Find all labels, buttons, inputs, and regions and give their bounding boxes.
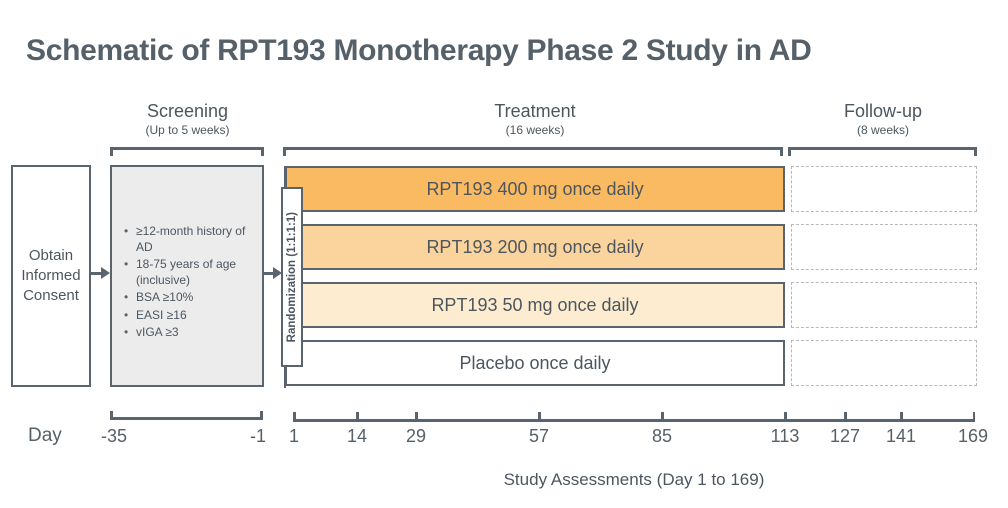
- criteria-item: 18-75 years of age (inclusive): [122, 257, 254, 288]
- arrow-right-icon: [91, 272, 103, 275]
- criteria-item: BSA ≥10%: [122, 290, 254, 306]
- criteria-item: EASI ≥16: [122, 308, 254, 324]
- axis-tick: [293, 412, 296, 420]
- randomization-label: Randomization (1:1:1:1): [286, 211, 298, 343]
- followup-box: [791, 340, 977, 386]
- informed-consent-label: Obtain Informed Consent: [21, 246, 81, 305]
- screening-criteria-box: ≥12-month history of AD 18-75 years of a…: [110, 165, 264, 387]
- study-assessments-caption: Study Assessments (Day 1 to 169): [503, 470, 765, 489]
- arm-label: Placebo once daily: [459, 352, 611, 373]
- screening-bracket: [110, 147, 264, 156]
- day-tick-label: 141: [885, 426, 917, 446]
- arm-label: RPT193 50 mg once daily: [431, 294, 639, 315]
- randomization-box: Randomization (1:1:1:1): [281, 187, 303, 367]
- assessment-axis: [293, 419, 975, 422]
- page-title: Schematic of RPT193 Monotherapy Phase 2 …: [26, 34, 812, 67]
- criteria-item: ≥12-month history of AD: [122, 224, 254, 255]
- arrow-right-icon: [263, 272, 275, 275]
- followup-box: [791, 224, 977, 270]
- arm-label: RPT193 200 mg once daily: [426, 236, 644, 257]
- arrowhead-right-icon: [273, 267, 282, 279]
- day-tick-label: 1: [288, 426, 299, 446]
- day-tick-label: 57: [528, 426, 550, 446]
- treatment-bracket: [283, 147, 783, 156]
- axis-tick: [356, 412, 359, 420]
- followup-phase-header: Follow-up (8 weeks): [788, 101, 978, 137]
- followup-box: [791, 282, 977, 328]
- arm-label: RPT193 400 mg once daily: [426, 178, 644, 199]
- axis-tick: [972, 412, 975, 420]
- day-tick-label: 14: [346, 426, 368, 446]
- day-tick-label: -35: [100, 426, 127, 446]
- screening-criteria-list: ≥12-month history of AD 18-75 years of a…: [122, 224, 254, 341]
- axis-tick: [415, 412, 418, 420]
- followup-label: Follow-up: [843, 101, 923, 121]
- screening-duration: (Up to 5 weeks): [145, 123, 230, 137]
- axis-tick: [784, 412, 787, 420]
- arm-bar-200mg: RPT193 200 mg once daily: [285, 224, 785, 270]
- followup-duration: (8 weeks): [856, 123, 909, 137]
- arm-bar-placebo: Placebo once daily: [285, 340, 785, 386]
- followup-bracket: [788, 147, 977, 156]
- axis-tick: [900, 412, 903, 420]
- screening-day-bracket: [110, 411, 263, 420]
- arm-bar-50mg: RPT193 50 mg once daily: [285, 282, 785, 328]
- criteria-item: vIGA ≥3: [122, 325, 254, 341]
- axis-tick: [844, 412, 847, 420]
- day-axis-label: Day: [28, 425, 62, 446]
- followup-box: [791, 166, 977, 212]
- treatment-phase-header: Treatment (16 weeks): [285, 101, 785, 137]
- treatment-duration: (16 weeks): [505, 123, 565, 137]
- day-tick-label: 29: [405, 426, 427, 446]
- arm-bar-400mg: RPT193 400 mg once daily: [285, 166, 785, 212]
- day-tick-label: 113: [770, 426, 800, 446]
- day-tick-label: 85: [651, 426, 673, 446]
- day-tick-label: 127: [829, 426, 861, 446]
- treatment-label: Treatment: [494, 101, 576, 121]
- axis-tick: [538, 412, 541, 420]
- informed-consent-box: Obtain Informed Consent: [11, 165, 91, 387]
- axis-tick: [661, 412, 664, 420]
- day-tick-label: 169: [957, 426, 989, 446]
- screening-label: Screening: [146, 101, 229, 121]
- day-tick-label: -1: [249, 426, 266, 446]
- screening-phase-header: Screening (Up to 5 weeks): [110, 101, 265, 137]
- arrowhead-right-icon: [101, 267, 110, 279]
